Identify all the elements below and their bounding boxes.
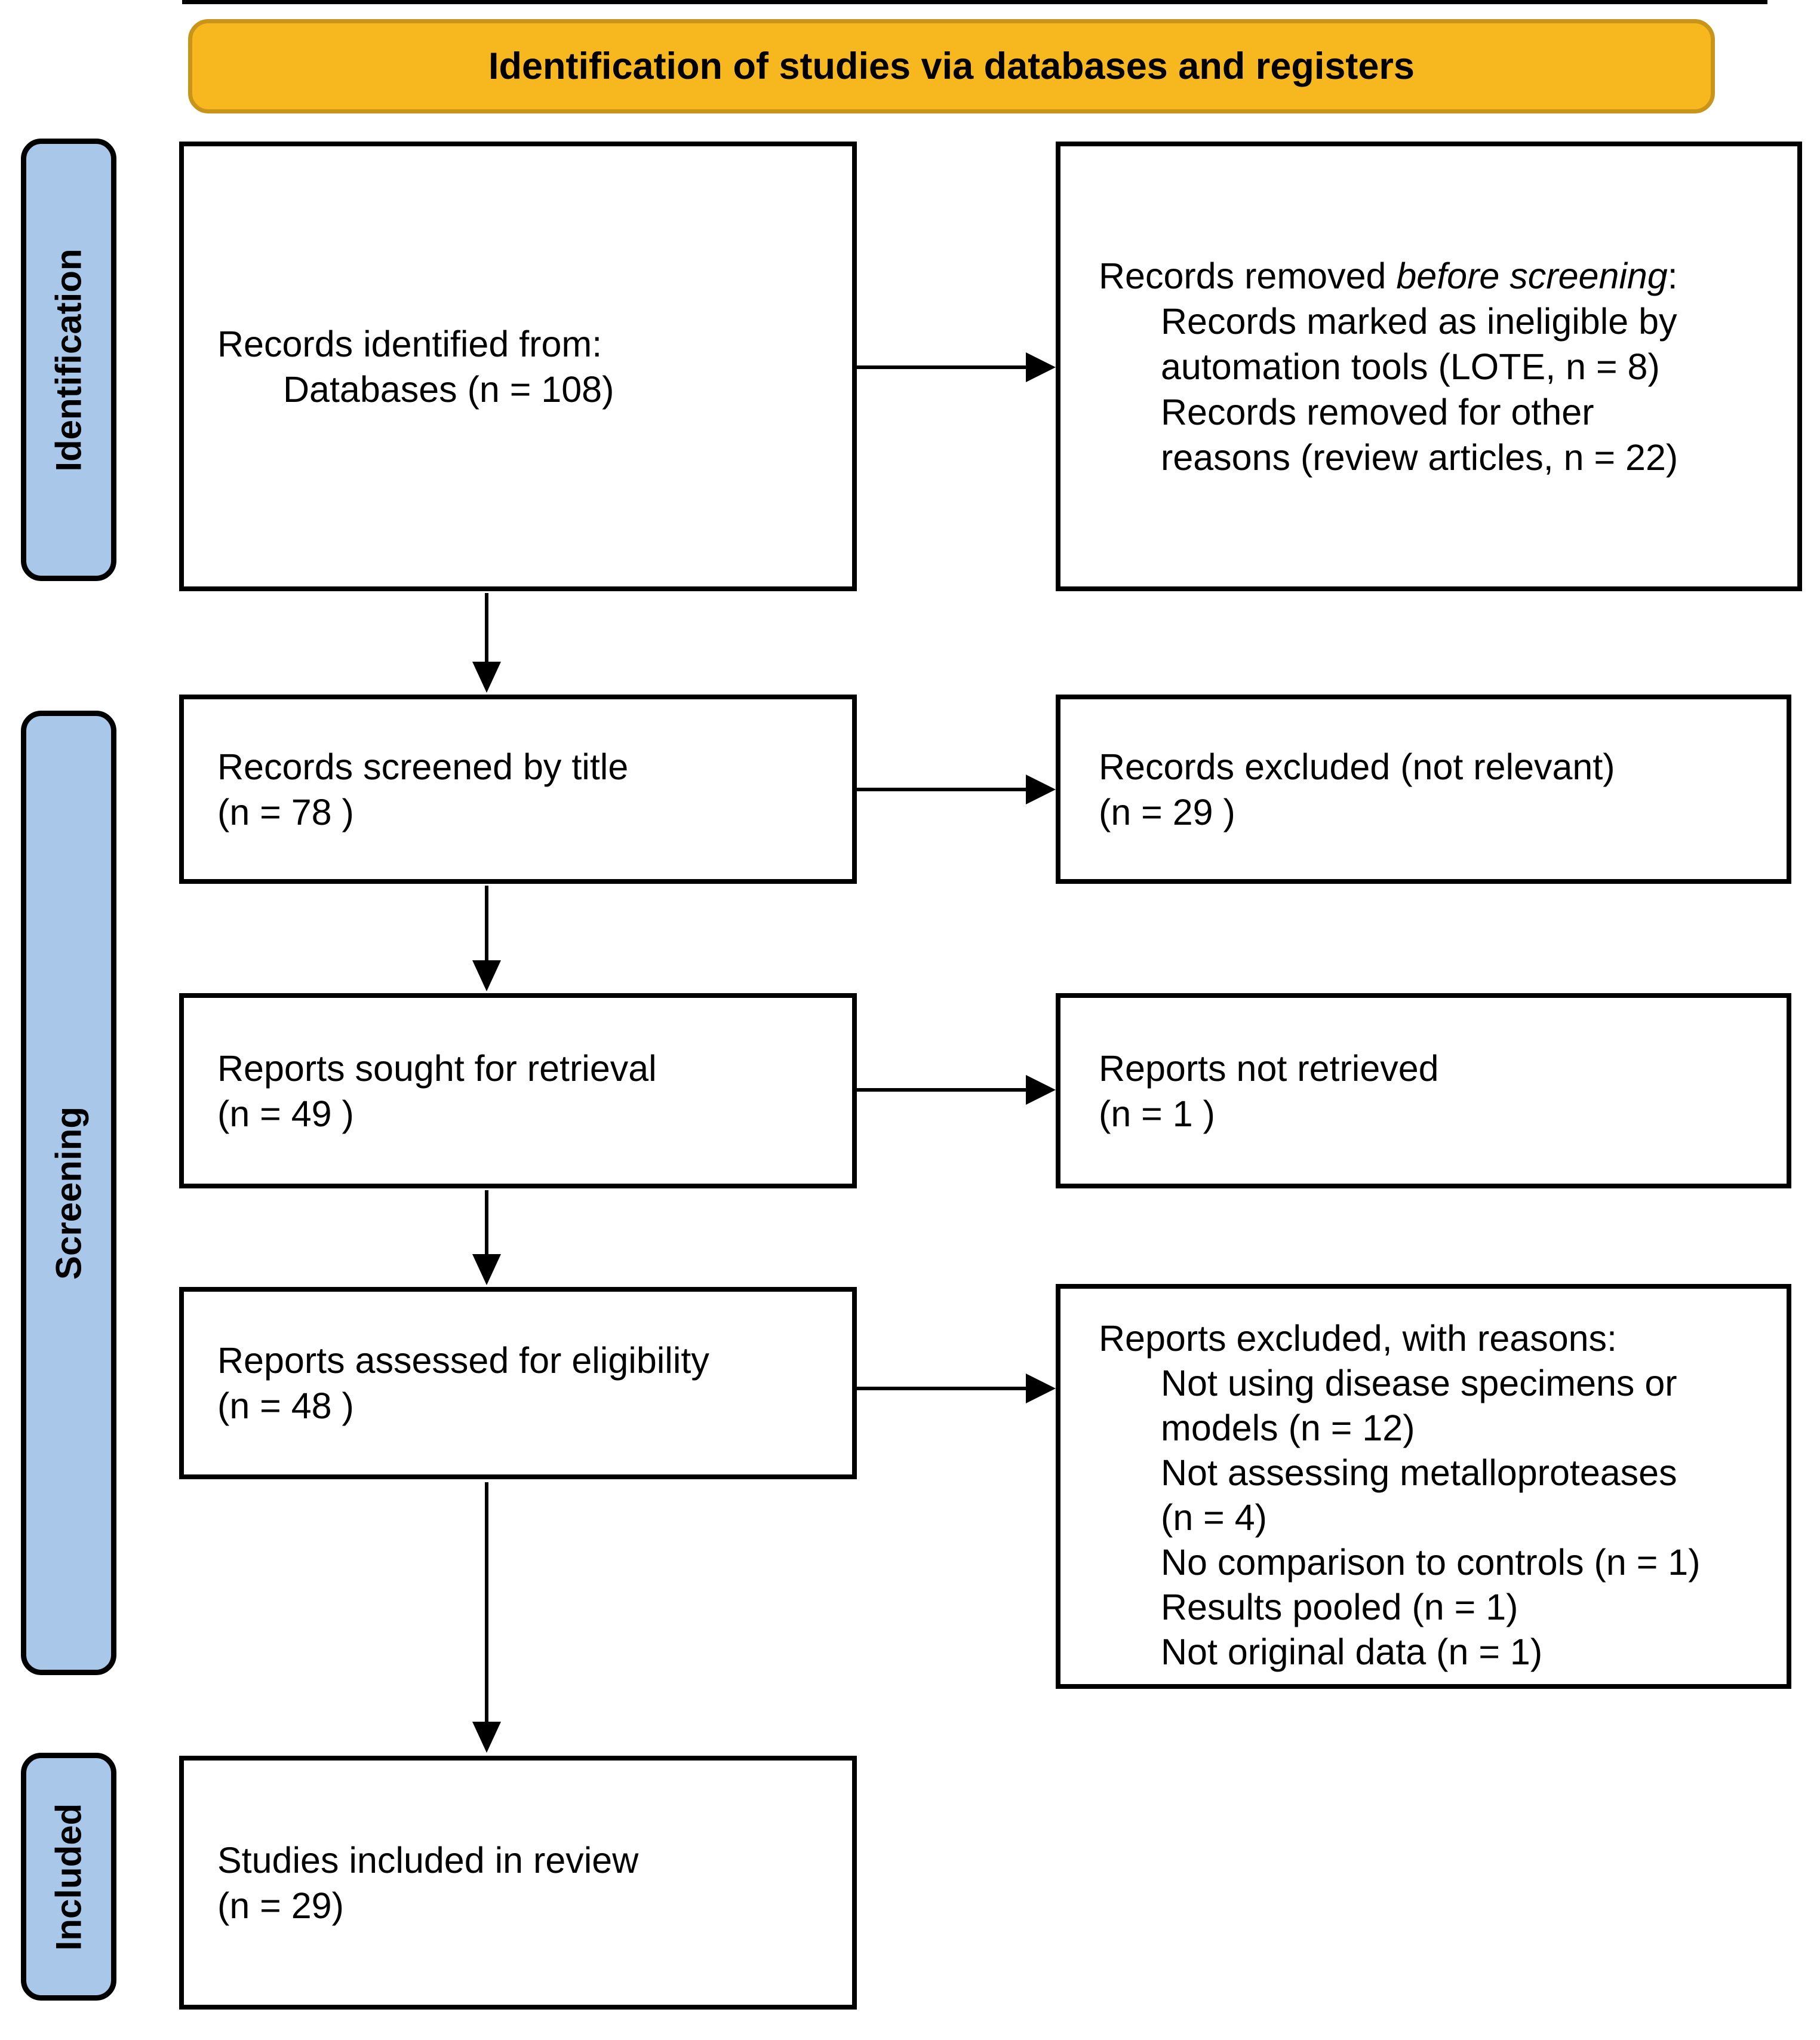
- records-removed-item-4: reasons (review articles, n = 22): [1161, 437, 1678, 478]
- reports-excluded-item-4: (n = 4): [1161, 1497, 1267, 1538]
- arrowhead-screened-to-sought: [472, 960, 501, 991]
- studies-included-line-1: Studies included in review: [217, 1839, 639, 1881]
- records-identified-line-2: Databases (n = 108): [283, 368, 614, 410]
- box-reports-assessed: Reports assessed for eligibility (n = 48…: [179, 1287, 857, 1479]
- top-border-line: [182, 0, 1767, 4]
- box-records-removed: Records removed before screening: Record…: [1056, 142, 1802, 591]
- box-reports-not-retrieved: Reports not retrieved (n = 1 ): [1056, 993, 1791, 1188]
- arrow-identified-to-screened: [485, 593, 488, 663]
- arrowhead-screened-to-excluded: [1026, 775, 1056, 804]
- arrowhead-sought-to-assessed: [472, 1254, 501, 1285]
- records-removed-title-italic: before screening: [1396, 255, 1668, 296]
- reports-assessed-line-1: Reports assessed for eligibility: [217, 1340, 709, 1381]
- stage-screening: Screening: [21, 711, 116, 1675]
- box-reports-excluded-reasons: Reports excluded, with reasons: Not usin…: [1056, 1284, 1791, 1689]
- banner-title: Identification of studies via databases …: [488, 45, 1415, 87]
- stage-included: Included: [21, 1753, 116, 2001]
- reports-excluded-item-6: Results pooled (n = 1): [1161, 1587, 1518, 1627]
- stage-included-label: Included: [48, 1803, 89, 1950]
- reports-excluded-title: Reports excluded, with reasons:: [1099, 1318, 1617, 1359]
- reports-excluded-item-5: No comparison to controls (n = 1): [1161, 1542, 1701, 1583]
- arrowhead-assessed-to-included: [472, 1722, 501, 1753]
- records-excluded-line-2: (n = 29 ): [1099, 791, 1235, 832]
- box-records-identified: Records identified from: Databases (n = …: [179, 142, 857, 591]
- records-screened-line-1: Records screened by title: [217, 746, 629, 787]
- arrow-screened-to-excluded: [855, 788, 1028, 791]
- reports-excluded-item-3: Not assessing metalloproteases: [1161, 1452, 1677, 1493]
- box-records-screened: Records screened by title (n = 78 ): [179, 695, 857, 884]
- records-screened-line-2: (n = 78 ): [217, 791, 354, 832]
- reports-not-retrieved-line-2: (n = 1 ): [1099, 1093, 1215, 1134]
- reports-excluded-item-7: Not original data (n = 1): [1161, 1632, 1543, 1672]
- reports-sought-line-2: (n = 49 ): [217, 1093, 354, 1134]
- stage-screening-label: Screening: [48, 1106, 89, 1280]
- arrow-sought-to-assessed: [485, 1190, 488, 1256]
- records-removed-item-3: Records removed for other: [1161, 391, 1594, 432]
- studies-included-line-2: (n = 29): [217, 1885, 344, 1926]
- reports-sought-line-1: Reports sought for retrieval: [217, 1047, 657, 1089]
- records-identified-line-1: Records identified from:: [217, 323, 602, 364]
- reports-excluded-item-1: Not using disease specimens or: [1161, 1363, 1677, 1403]
- arrow-sought-to-not-retrieved: [855, 1088, 1028, 1092]
- reports-not-retrieved-line-1: Reports not retrieved: [1099, 1047, 1439, 1089]
- box-records-excluded: Records excluded (not relevant) (n = 29 …: [1056, 695, 1791, 884]
- banner: Identification of studies via databases …: [188, 19, 1715, 113]
- arrowhead-sought-to-not-retrieved: [1026, 1075, 1056, 1105]
- records-removed-title-prefix: Records removed: [1099, 255, 1397, 296]
- arrow-screened-to-sought: [485, 886, 488, 962]
- records-removed-item-1: Records marked as ineligible by: [1161, 300, 1677, 342]
- stage-identification: Identification: [21, 139, 116, 581]
- records-removed-title-suffix: :: [1667, 255, 1678, 296]
- box-reports-sought: Reports sought for retrieval (n = 49 ): [179, 993, 857, 1188]
- reports-excluded-item-2: models (n = 12): [1161, 1408, 1415, 1448]
- arrow-assessed-to-included: [485, 1482, 488, 1723]
- records-removed-item-2: automation tools (LOTE, n = 8): [1161, 346, 1660, 387]
- arrow-assessed-to-excluded-reasons: [855, 1387, 1028, 1390]
- arrow-identified-to-removed: [855, 365, 1028, 369]
- records-excluded-line-1: Records excluded (not relevant): [1099, 746, 1615, 787]
- records-removed-title: Records removed before screening:: [1060, 253, 1797, 299]
- arrowhead-identified-to-screened: [472, 662, 501, 693]
- arrowhead-identified-to-removed: [1026, 352, 1056, 382]
- reports-assessed-line-2: (n = 48 ): [217, 1385, 354, 1426]
- arrowhead-assessed-to-excluded-reasons: [1026, 1374, 1056, 1403]
- box-studies-included: Studies included in review (n = 29): [179, 1756, 857, 2010]
- stage-identification-label: Identification: [48, 248, 89, 472]
